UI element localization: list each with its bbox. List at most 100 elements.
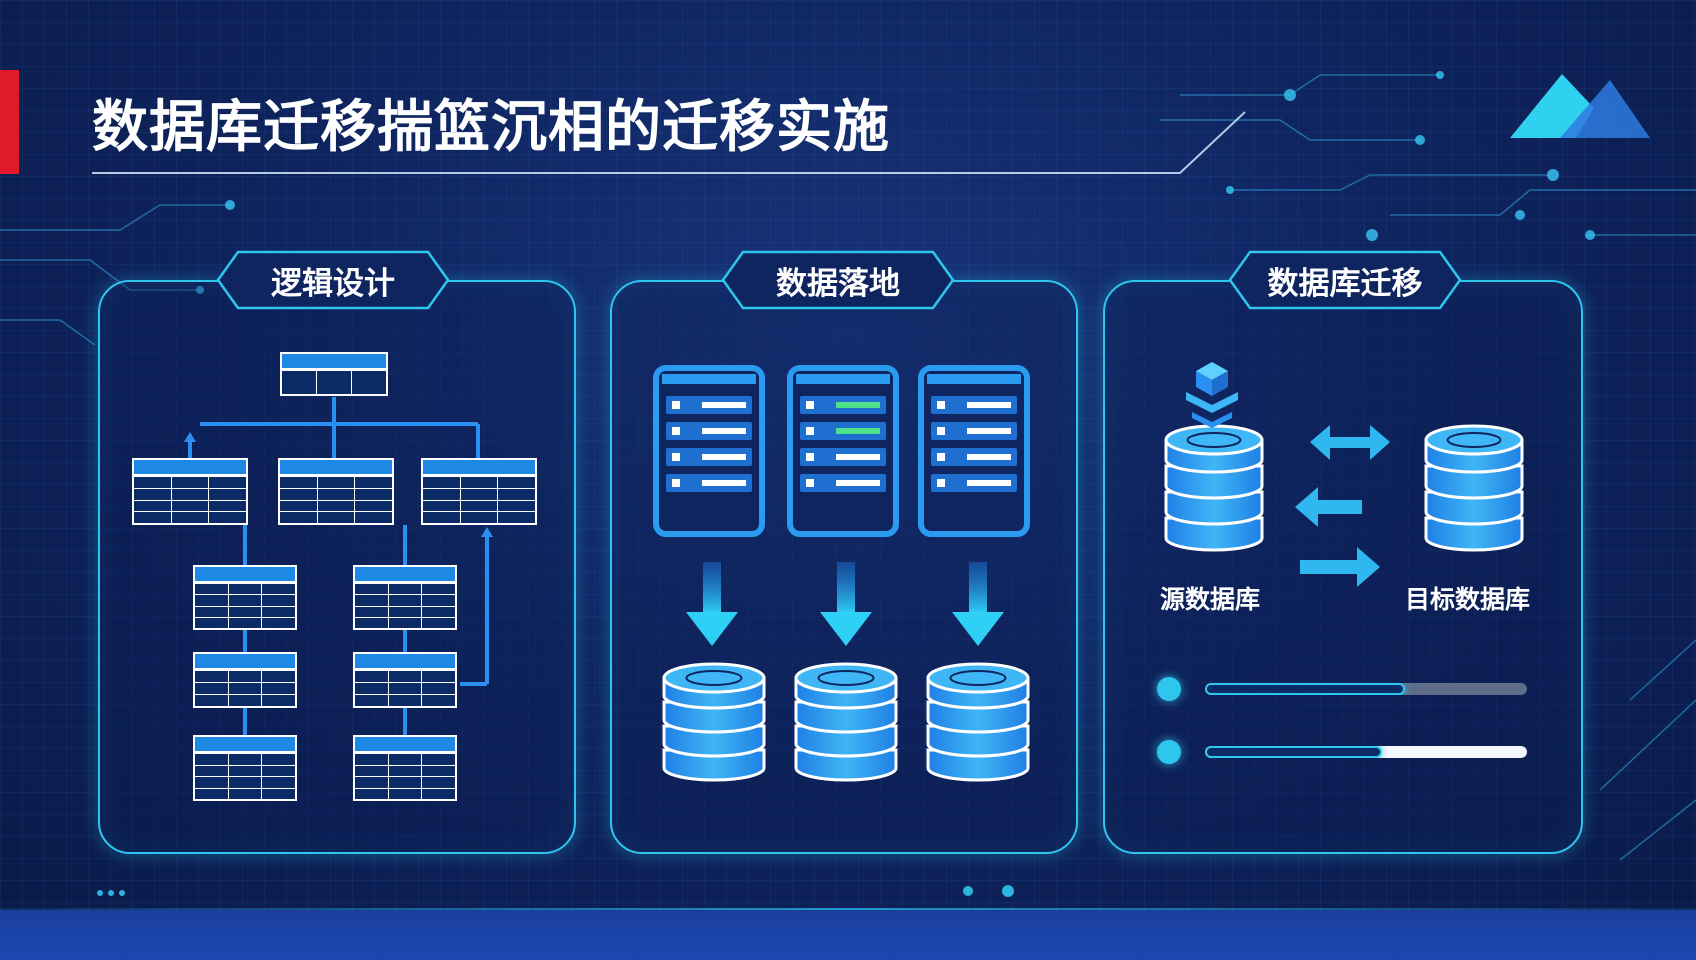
- entity-table: [353, 735, 457, 801]
- entity-table-cell: [355, 595, 388, 605]
- entity-table-cell: [134, 477, 171, 488]
- entity-table-cell: [421, 584, 455, 595]
- entity-table-cell: [497, 488, 535, 500]
- entity-table-row: [355, 776, 455, 788]
- entity-table-cell: [280, 489, 317, 500]
- entity-table-row: [134, 511, 246, 523]
- entity-table-row: [195, 594, 295, 606]
- target-db-label: 目标数据库: [1405, 585, 1531, 614]
- entity-table-row: [195, 764, 295, 777]
- entity-table-header: [280, 460, 392, 476]
- entity-table-row: [355, 670, 455, 682]
- entity-table-cell: [459, 512, 498, 523]
- entity-table-cell: [354, 512, 392, 523]
- entity-table-row: [423, 476, 535, 488]
- entity-table-cell: [351, 371, 386, 394]
- panel-label-data-landing: 数据落地: [721, 250, 955, 310]
- entity-table-row: [134, 476, 246, 488]
- entity-table-row: [355, 764, 455, 776]
- entity-table-row: [195, 583, 295, 595]
- entity-table-cell: [208, 512, 246, 523]
- entity-table-cell: [355, 683, 388, 694]
- entity-table-cell: [423, 512, 460, 523]
- server-rack-icon: [787, 365, 899, 537]
- server-rack-icon: [653, 365, 765, 537]
- entity-table-cell: [421, 788, 455, 799]
- entity-table-cell: [421, 606, 455, 617]
- entity-table-cell: [134, 501, 171, 512]
- entity-table-cell: [195, 777, 228, 788]
- entity-table-cell: [355, 607, 388, 617]
- entity-table-cell: [355, 695, 388, 706]
- down-arrow-icon: [686, 562, 738, 646]
- entity-table-cell: [497, 477, 535, 488]
- entity-table-cell: [195, 754, 228, 765]
- entity-table-row: [280, 511, 392, 523]
- entity-table-cell: [261, 777, 295, 788]
- entity-table-row: [195, 787, 295, 799]
- entity-table-cell: [227, 617, 262, 628]
- entity-table-row: [355, 594, 455, 606]
- entity-table-cell: [387, 671, 422, 682]
- entity-table-cell: [280, 477, 317, 488]
- down-arrow-icon: [820, 562, 872, 646]
- entity-table-cell: [387, 777, 422, 788]
- entity-table-cell: [421, 777, 455, 788]
- entity-table-cell: [497, 500, 535, 512]
- entity-table-row: [280, 499, 392, 512]
- entity-table-row: [355, 753, 455, 765]
- entity-table-cell: [355, 789, 388, 800]
- entity-table-cell: [227, 595, 262, 606]
- down-arrow-icon: [952, 562, 1004, 646]
- entity-table-row: [423, 511, 535, 523]
- entity-table-cell: [387, 584, 422, 595]
- entity-table-cell: [355, 618, 388, 628]
- entity-table-header: [355, 567, 455, 583]
- entity-table-cell: [355, 777, 388, 788]
- entity-table-cell: [387, 695, 422, 706]
- entity-table-cell: [421, 683, 455, 694]
- entity-table: [353, 565, 457, 630]
- entity-table-header: [195, 654, 295, 670]
- entity-table-cell: [316, 477, 355, 488]
- entity-table-cell: [387, 595, 422, 606]
- entity-table-row: [355, 694, 455, 706]
- server-rack-icon: [918, 365, 1030, 537]
- entity-table-cell: [423, 477, 460, 488]
- entity-table-cell: [459, 477, 498, 488]
- entity-table-cell: [387, 683, 422, 694]
- sync-arrows-icon: [1295, 425, 1390, 587]
- entity-table-cell: [355, 754, 388, 765]
- entity-table-row: [355, 616, 455, 628]
- entity-table-cell: [354, 500, 392, 512]
- entity-table-cell: [261, 606, 295, 617]
- entity-table-cell: [387, 754, 422, 765]
- page-title: 数据库迁移揣篮沉相的迁移实施: [92, 95, 890, 160]
- entity-table-cell: [195, 766, 228, 777]
- entity-table-row: [280, 476, 392, 488]
- entity-table: [193, 565, 297, 630]
- entity-table-cell: [354, 477, 392, 488]
- entity-table: [193, 652, 297, 708]
- entity-table-cell: [195, 683, 228, 694]
- entity-table-cell: [227, 788, 262, 799]
- entity-table-row: [423, 487, 535, 500]
- entity-table-row: [423, 499, 535, 512]
- entity-table-cell: [497, 512, 535, 523]
- entity-table: [193, 735, 297, 801]
- entity-table-cell: [195, 695, 228, 706]
- progress-fill: [1205, 746, 1383, 758]
- entity-table-cell: [261, 584, 295, 595]
- entity-table-row: [134, 487, 246, 500]
- entity-table: [132, 458, 248, 525]
- entity-table: [280, 352, 388, 396]
- entity-table-header: [282, 354, 386, 370]
- progress-bar: [1205, 746, 1527, 758]
- entity-table-cell: [280, 501, 317, 512]
- entity-table-cell: [261, 754, 295, 765]
- entity-table-cell: [421, 754, 455, 765]
- progress-bar: [1205, 683, 1527, 695]
- entity-table-row: [195, 616, 295, 628]
